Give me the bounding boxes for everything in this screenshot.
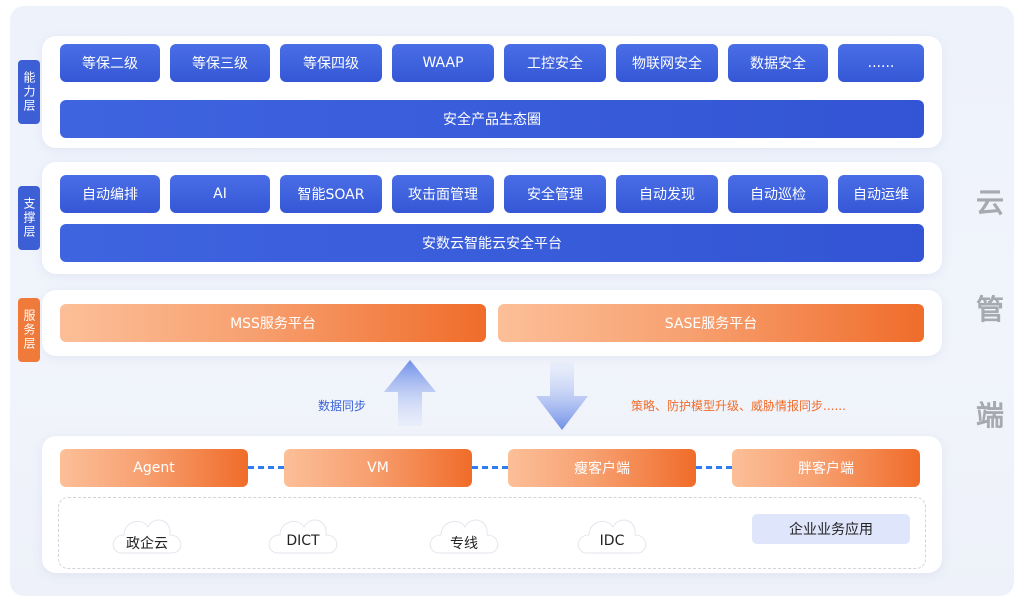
capability-item: 数据安全 <box>728 44 828 82</box>
device-agent: Agent <box>60 449 248 487</box>
capability-item: 等保三级 <box>170 44 270 82</box>
cloud-icon <box>429 519 499 554</box>
cloud-label: DICT <box>286 533 320 549</box>
down-arrow-label: 策略、防护模型升级、威胁情报同步...... <box>631 399 846 413</box>
cloud-dedicated-line: 专线 <box>425 507 503 557</box>
capability-layer-card: 等保二级 等保三级 等保四级 WAAP 工控安全 物联网安全 数据安全 ....… <box>42 36 942 148</box>
down-arrow-icon <box>536 362 588 430</box>
capability-item-more: ...... <box>838 44 924 82</box>
capability-item: 等保二级 <box>60 44 160 82</box>
capability-item: 物联网安全 <box>616 44 718 82</box>
cloud-icon <box>268 519 338 554</box>
capability-bar: 安全产品生态圈 <box>60 100 924 138</box>
mss-platform-bar: MSS服务平台 <box>60 304 486 342</box>
device-fat-client: 胖客户端 <box>732 449 920 487</box>
support-item: 攻击面管理 <box>392 175 494 213</box>
cloud-icon <box>577 519 647 554</box>
cloud-icon <box>112 519 182 554</box>
layer-tag-capability: 能力层 <box>18 60 40 124</box>
sase-platform-bar: SASE服务平台 <box>498 304 924 342</box>
side-label-endpoint: 端 <box>976 399 1005 432</box>
cloud-gov: 政企云 <box>108 507 186 557</box>
connector-line <box>696 466 732 469</box>
support-item: 自动编排 <box>60 175 160 213</box>
support-item: 自动发现 <box>616 175 718 213</box>
support-layer-card: 自动编排 AI 智能SOAR 攻击面管理 安全管理 自动发现 自动巡检 自动运维… <box>42 162 942 274</box>
support-item: 自动巡检 <box>728 175 828 213</box>
capability-item: 工控安全 <box>504 44 606 82</box>
network-dashed-box <box>58 497 926 569</box>
support-item: 自动运维 <box>838 175 924 213</box>
cloud-label: 政企云 <box>126 536 168 552</box>
connector-line <box>248 466 284 469</box>
up-arrow-label: 数据同步 <box>318 399 367 413</box>
support-item: 安全管理 <box>504 175 606 213</box>
service-layer-card: MSS服务平台 SASE服务平台 <box>42 290 942 356</box>
cloud-dict: DICT <box>264 507 342 557</box>
device-vm: VM <box>284 449 472 487</box>
support-item: AI <box>170 175 270 213</box>
layer-tag-support: 支撑层 <box>18 186 40 250</box>
capability-item: 等保四级 <box>280 44 382 82</box>
support-bar: 安数云智能云安全平台 <box>60 224 924 262</box>
connector-line <box>472 466 508 469</box>
up-arrow-icon <box>384 360 436 426</box>
cloud-idc: IDC <box>573 507 651 557</box>
layer-tag-service: 服务层 <box>18 298 40 362</box>
side-label-manage: 管 <box>976 293 1005 326</box>
cloud-label: 专线 <box>450 536 478 552</box>
cloud-label: IDC <box>599 533 625 549</box>
capability-item: WAAP <box>392 44 494 82</box>
support-item: 智能SOAR <box>280 175 382 213</box>
side-label-cloud: 云 <box>976 186 1005 219</box>
enterprise-app-box: 企业业务应用 <box>752 514 910 544</box>
device-thin-client: 瘦客户端 <box>508 449 696 487</box>
